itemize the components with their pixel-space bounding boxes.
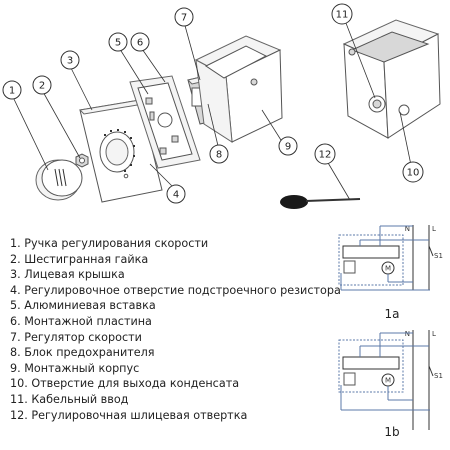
callout-12: 12: [314, 143, 336, 165]
callout-4: 4: [166, 184, 186, 204]
legend-item: 9. Монтажный корпус: [10, 361, 140, 375]
legend-item: 6. Монтажной пластина: [10, 314, 152, 328]
legend-item: 12. Регулировочная шлицевая отвертка: [10, 408, 248, 422]
hex-nut-part: [75, 153, 89, 168]
mounting-housing-part: [194, 35, 283, 143]
svg-text:L: L: [432, 225, 436, 233]
callout-3: 3: [60, 50, 80, 70]
callout-1: 1: [2, 80, 22, 100]
legend-item: 8. Блок предохранителя: [10, 346, 155, 360]
legend-item: 1. Ручка регулирования скорости: [10, 237, 209, 250]
knob-part: [35, 159, 83, 201]
legend-item: 10. Отверстие для выхода конденсата: [10, 377, 240, 391]
svg-text:M: M: [385, 377, 391, 385]
legend-item: 4. Регулировочное отверстие подстроечног…: [10, 283, 341, 297]
svg-text:L: L: [432, 330, 436, 338]
svg-text:7: 7: [181, 13, 187, 24]
parts-legend: 1. Ручка регулирования скорости 2. Шести…: [10, 236, 341, 423]
callout-6: 6: [130, 32, 150, 52]
callout-5: 5: [108, 32, 128, 52]
callout-11: 11: [331, 3, 353, 25]
svg-text:2: 2: [39, 81, 45, 92]
callout-10: 10: [402, 161, 424, 183]
svg-text:N: N: [405, 330, 410, 338]
callout-7: 7: [174, 7, 194, 27]
svg-text:S1: S1: [434, 372, 443, 380]
legend-item: 2. Шестигранная гайка: [10, 252, 149, 266]
legend-item: 3. Лицевая крышка: [10, 268, 125, 282]
wiring-diagram-1b: N L S1 M 1b: [338, 330, 443, 439]
legend-item: 7. Регулятор скорости: [10, 330, 142, 344]
svg-text:5: 5: [115, 38, 121, 49]
svg-text:4: 4: [173, 190, 179, 201]
callout-9: 9: [278, 136, 298, 156]
svg-text:S1: S1: [434, 252, 443, 260]
svg-text:11: 11: [336, 10, 349, 21]
svg-text:9: 9: [285, 142, 291, 153]
svg-text:8: 8: [216, 150, 222, 161]
svg-text:12: 12: [319, 150, 332, 161]
svg-text:10: 10: [407, 168, 420, 179]
svg-text:6: 6: [137, 38, 143, 49]
svg-text:N: N: [405, 225, 410, 233]
legend-item: 5. Алюминиевая вставка: [10, 299, 156, 313]
front-cover-part: [78, 99, 163, 203]
callout-8: 8: [209, 144, 229, 164]
svg-text:1: 1: [9, 86, 15, 97]
leader-lines: [11, 17, 413, 201]
svg-text:1a: 1a: [385, 307, 400, 321]
svg-text:1b: 1b: [384, 425, 399, 439]
svg-text:M: M: [385, 265, 391, 273]
mounting-plate-part: [129, 75, 201, 169]
svg-text:3: 3: [67, 56, 73, 67]
screwdriver-part: [280, 195, 361, 209]
open-housing-part: [342, 19, 441, 139]
legend-item: 11. Кабельный ввод: [10, 392, 129, 406]
callout-2: 2: [32, 75, 52, 95]
wiring-diagram-1a: N L S1 M 1a: [338, 225, 443, 321]
